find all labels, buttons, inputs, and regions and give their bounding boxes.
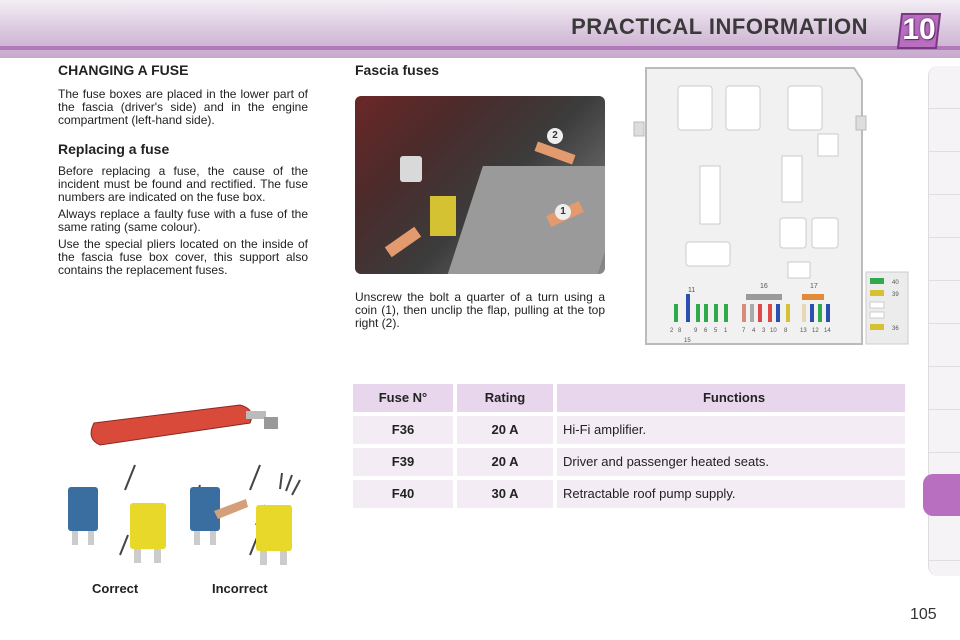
chapter-tab[interactable] bbox=[929, 152, 960, 195]
chapter-tab[interactable] bbox=[929, 324, 960, 367]
fuse-number-cell: F39 bbox=[353, 448, 453, 476]
fuse-number-label: 13 bbox=[800, 328, 807, 334]
fuse-table: Fuse N° Rating Functions F36 20 A Hi-Fi … bbox=[353, 384, 905, 512]
function-cell: Driver and passenger heated seats. bbox=[557, 448, 905, 476]
chapter-number: 10 bbox=[902, 13, 936, 46]
chapter-tab[interactable] bbox=[929, 238, 960, 281]
chapter-tab[interactable] bbox=[929, 518, 960, 561]
fuse-number-label: 15 bbox=[684, 338, 691, 344]
chapter-tab[interactable] bbox=[929, 281, 960, 324]
chapter-tab[interactable] bbox=[929, 109, 960, 152]
left-column: CHANGING A FUSE The fuse boxes are place… bbox=[58, 62, 308, 281]
instruction-text: Unscrew the bolt a quarter of a turn usi… bbox=[355, 290, 605, 330]
fuse-number-label: 5 bbox=[714, 328, 718, 334]
chapter-tabs bbox=[923, 66, 960, 576]
fascia-photo: 1 2 bbox=[355, 96, 605, 274]
page-title: PRACTICAL INFORMATION bbox=[571, 14, 868, 39]
page-number: 105 bbox=[910, 606, 937, 623]
fusebox-drawing: 11 16 17 2 8 9 6 5 1 7 4 3 10 8 13 12 14… bbox=[633, 67, 909, 345]
paragraph: Always replace a faulty fuse with a fuse… bbox=[58, 207, 308, 234]
column-header: Functions bbox=[557, 384, 905, 412]
fuse-number-label: 8 bbox=[784, 328, 788, 334]
fuse-number-label: 17 bbox=[810, 283, 818, 290]
fuse-number-label: 7 bbox=[742, 328, 746, 334]
fuse-number-label: 12 bbox=[812, 328, 819, 334]
fuse-slot bbox=[430, 196, 456, 236]
fuse-cover-panel bbox=[447, 166, 605, 274]
table-row: F36 20 A Hi-Fi amplifier. bbox=[353, 416, 905, 444]
paragraph: Before replacing a fuse, the cause of th… bbox=[58, 164, 308, 204]
chapter-tab-active[interactable] bbox=[923, 474, 960, 516]
fuse-number-label: 3 bbox=[762, 328, 766, 334]
label-incorrect: Incorrect bbox=[212, 581, 268, 596]
fuse-number-label: 39 bbox=[892, 292, 899, 298]
fuse-number-label: 2 bbox=[670, 328, 674, 334]
arrow-icon bbox=[534, 141, 576, 165]
column-header: Fuse N° bbox=[353, 384, 453, 412]
fuse-number-label: 6 bbox=[704, 328, 708, 334]
chapter-tab[interactable] bbox=[929, 410, 960, 453]
table-row: F39 20 A Driver and passenger heated sea… bbox=[353, 448, 905, 476]
chapter-badge: 10 bbox=[896, 10, 942, 50]
fusebox-diagram: 11 16 17 2 8 9 6 5 1 7 4 3 10 8 13 12 14… bbox=[630, 66, 910, 346]
chapter-tab[interactable] bbox=[929, 367, 960, 410]
arrow-icon bbox=[384, 226, 422, 258]
fuse-number-label: 9 bbox=[694, 328, 698, 334]
fuse-pliers-illustration bbox=[60, 395, 310, 575]
fascia-heading: Fascia fuses bbox=[355, 62, 440, 78]
fuse-number-label: 10 bbox=[770, 328, 777, 334]
section-heading: CHANGING A FUSE bbox=[58, 62, 189, 78]
rating-cell: 20 A bbox=[457, 448, 553, 476]
fuse-number-label: 8 bbox=[678, 328, 682, 334]
fuse-number-label: 16 bbox=[760, 283, 768, 290]
fuse-number-label: 14 bbox=[824, 328, 831, 334]
label-correct: Correct bbox=[92, 581, 139, 596]
header-divider bbox=[0, 46, 960, 50]
fuse-number-cell: F36 bbox=[353, 416, 453, 444]
intro-paragraph: The fuse boxes are placed in the lower p… bbox=[58, 87, 308, 127]
paragraph: Use the special pliers located on the in… bbox=[58, 237, 308, 277]
fuse-number-label: 36 bbox=[892, 326, 899, 332]
fuse-number-label: 40 bbox=[892, 280, 899, 286]
fuse-number-label: 1 bbox=[724, 328, 728, 334]
table-row: F40 30 A Retractable roof pump supply. bbox=[353, 480, 905, 508]
column-header: Rating bbox=[457, 384, 553, 412]
switch-knob bbox=[400, 156, 422, 182]
fuse-number-label: 4 bbox=[752, 328, 756, 334]
chapter-tab[interactable] bbox=[929, 66, 960, 109]
callout-2: 2 bbox=[547, 128, 563, 144]
subheading: Replacing a fuse bbox=[58, 141, 170, 157]
chapter-badge-shape bbox=[896, 13, 942, 49]
rating-cell: 20 A bbox=[457, 416, 553, 444]
rating-cell: 30 A bbox=[457, 480, 553, 508]
callout-1: 1 bbox=[555, 204, 571, 220]
fuse-number-cell: F40 bbox=[353, 480, 453, 508]
pliers-and-fuses-drawing bbox=[68, 404, 301, 565]
function-cell: Retractable roof pump supply. bbox=[557, 480, 905, 508]
table-header-row: Fuse N° Rating Functions bbox=[353, 384, 905, 412]
fuse-number-label: 11 bbox=[688, 287, 695, 294]
chapter-tab[interactable] bbox=[929, 195, 960, 238]
function-cell: Hi-Fi amplifier. bbox=[557, 416, 905, 444]
